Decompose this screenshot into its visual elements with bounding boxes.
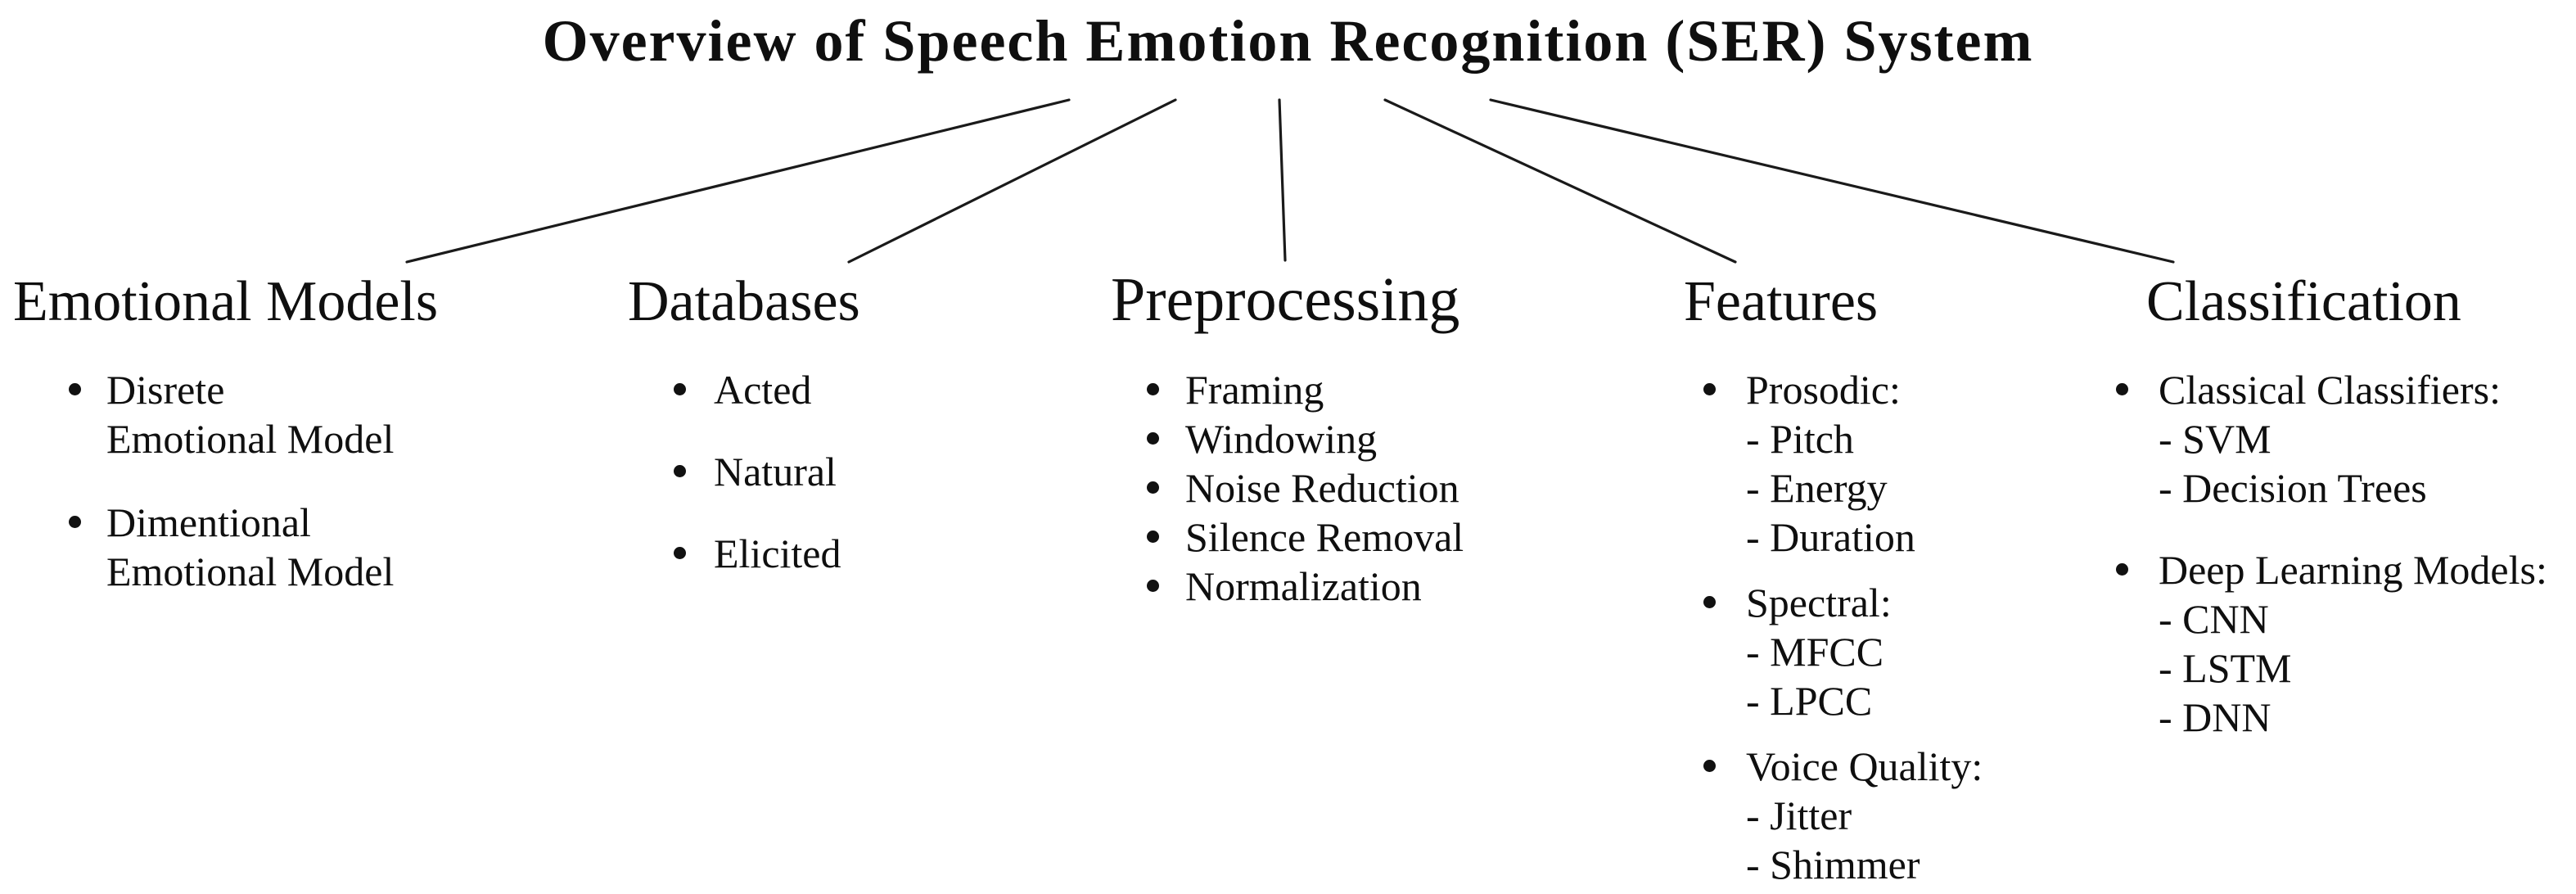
list-item-line: - Decision Trees bbox=[2159, 465, 2427, 511]
branch-heading-preprocessing: Preprocessing bbox=[1111, 265, 1460, 334]
list-item: Acted bbox=[674, 365, 841, 414]
list-item-line: - MFCC bbox=[1746, 629, 1884, 675]
list-item-line: Prosodic: bbox=[1746, 367, 1901, 413]
bullet-icon bbox=[1703, 596, 1716, 608]
list-item-line: - SVM bbox=[2159, 416, 2271, 462]
list-item-line: Spectral: bbox=[1746, 580, 1892, 625]
list-item: Voice Quality:- Jitter- Shimmer bbox=[1703, 742, 1983, 889]
connector-line-2 bbox=[1278, 98, 1287, 262]
list-item-line: - Jitter bbox=[1746, 792, 1852, 838]
list-item: Silence Removal bbox=[1147, 512, 1464, 562]
bullet-icon bbox=[69, 516, 81, 528]
connector-line-1 bbox=[847, 98, 1177, 264]
list-item: Windowing bbox=[1147, 414, 1464, 463]
list-item-line: - LSTM bbox=[2159, 645, 2292, 691]
list-item: Noise Reduction bbox=[1147, 463, 1464, 512]
list-item-line: Disrete bbox=[106, 367, 225, 413]
list-item-line: Voice Quality: bbox=[1746, 743, 1983, 789]
bullet-icon bbox=[69, 383, 81, 395]
list-item-line: Elicited bbox=[714, 531, 841, 576]
list-item: Spectral:- MFCC- LPCC bbox=[1703, 578, 1983, 725]
list-item-line: Classical Classifiers: bbox=[2159, 367, 2501, 413]
branch-list-classification: Classical Classifiers:- SVM- Decision Tr… bbox=[2116, 365, 2547, 742]
bullet-icon bbox=[2116, 383, 2128, 395]
list-item-line: - Pitch bbox=[1746, 416, 1854, 462]
connector-line-3 bbox=[1383, 98, 1737, 264]
list-item-line: Noise Reduction bbox=[1185, 465, 1459, 511]
bullet-icon bbox=[1703, 760, 1716, 772]
connector-line-0 bbox=[405, 98, 1071, 264]
branch-heading-emotional-models: Emotional Models bbox=[13, 270, 439, 333]
list-item: Natural bbox=[674, 447, 841, 496]
list-item-line: Deep Learning Models: bbox=[2159, 547, 2547, 593]
bullet-icon bbox=[1147, 481, 1159, 494]
bullet-icon bbox=[1147, 432, 1159, 445]
bullet-icon bbox=[674, 383, 686, 395]
connector-line-4 bbox=[1489, 98, 2175, 264]
list-item-line: Windowing bbox=[1185, 416, 1378, 462]
bullet-icon bbox=[2116, 563, 2128, 576]
list-item: Classical Classifiers:- SVM- Decision Tr… bbox=[2116, 365, 2547, 512]
branch-heading-classification: Classification bbox=[2146, 270, 2461, 333]
list-item-line: Acted bbox=[714, 367, 812, 413]
list-item-line: Framing bbox=[1185, 367, 1324, 413]
list-item-line: Natural bbox=[714, 449, 837, 494]
list-item-line: Silence Removal bbox=[1185, 514, 1464, 560]
bullet-icon bbox=[674, 547, 686, 559]
list-item-line: - LPCC bbox=[1746, 678, 1873, 724]
bullet-icon bbox=[1147, 580, 1159, 592]
list-item: Prosodic:- Pitch- Energy- Duration bbox=[1703, 365, 1983, 562]
branch-heading-features: Features bbox=[1684, 270, 1879, 333]
list-item-line: Dimentional bbox=[106, 499, 311, 545]
list-item-line: - DNN bbox=[2159, 694, 2271, 740]
bullet-icon bbox=[674, 465, 686, 477]
diagram-title: Overview of Speech Emotion Recognition (… bbox=[542, 8, 2034, 74]
list-item-line: - Energy bbox=[1746, 465, 1888, 511]
bullet-icon bbox=[1147, 383, 1159, 395]
list-item: Framing bbox=[1147, 365, 1464, 414]
list-item-line: - Shimmer bbox=[1746, 842, 1920, 887]
bullet-icon bbox=[1703, 383, 1716, 395]
list-item-line: Normalization bbox=[1185, 563, 1422, 609]
branch-heading-databases: Databases bbox=[628, 270, 860, 333]
list-item-line: Emotional Model bbox=[106, 549, 395, 594]
list-item: Elicited bbox=[674, 529, 841, 578]
list-item: Deep Learning Models:- CNN- LSTM- DNN bbox=[2116, 545, 2547, 742]
list-item: Normalization bbox=[1147, 562, 1464, 611]
list-item-line: - CNN bbox=[2159, 596, 2269, 642]
list-item-line: Emotional Model bbox=[106, 416, 395, 462]
bullet-icon bbox=[1147, 531, 1159, 543]
list-item-line: - Duration bbox=[1746, 514, 1915, 560]
